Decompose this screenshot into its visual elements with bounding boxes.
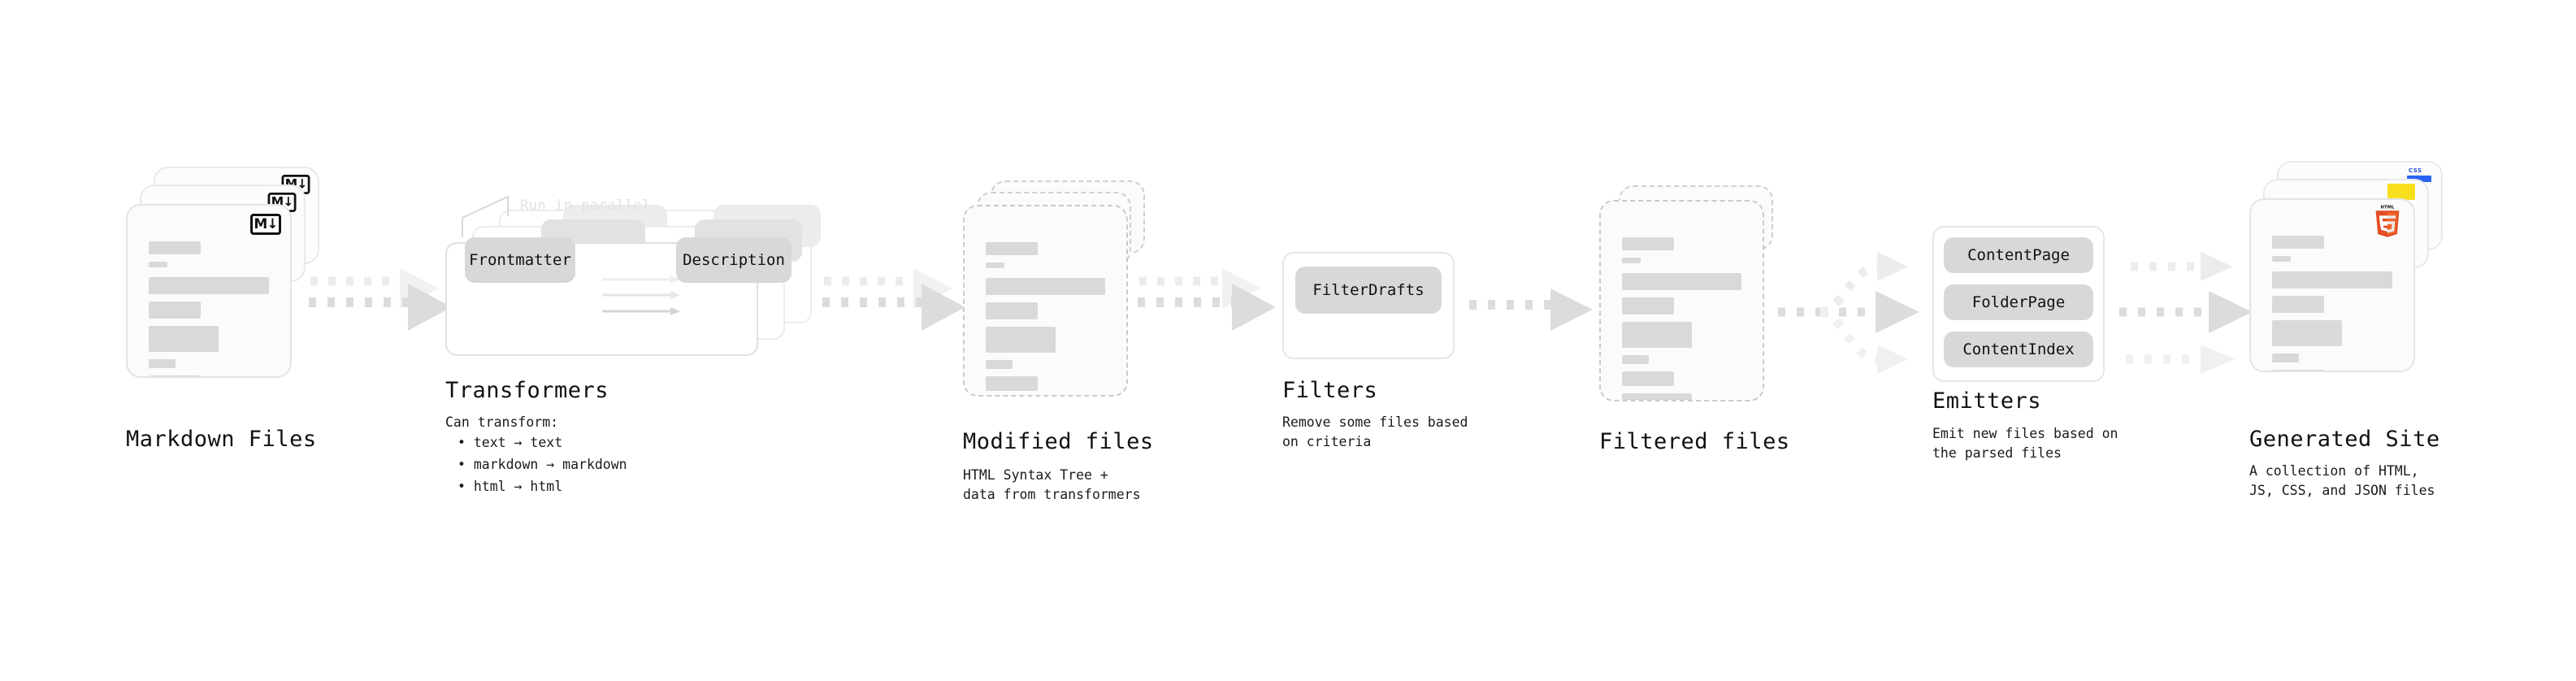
arrow-transformers-to-modified [822, 268, 965, 331]
stage-title-filters: Filters [1282, 378, 1378, 403]
line-heading [986, 242, 1038, 255]
css-label: CSS [2409, 167, 2422, 174]
emitter-chip-contentpage[interactable]: ContentPage [1944, 237, 2093, 273]
line-body [986, 360, 1013, 369]
line-body [149, 301, 201, 319]
transformers-bullet-1: • markdown → markdown [458, 457, 627, 472]
arrow-markdown-to-transformers [309, 268, 452, 331]
run-in-parallel-leader-line [462, 195, 509, 237]
modified-files-subtitle: HTML Syntax Tree + data from transformer… [963, 467, 1141, 502]
line-body [986, 376, 1038, 391]
line-body [2272, 370, 2324, 371]
css-icon [2407, 176, 2431, 182]
line-body [1622, 297, 1674, 314]
line-body [1622, 371, 1674, 386]
markdown-card-lines [149, 241, 269, 376]
line-body [149, 359, 176, 368]
filter-chip-filterdrafts[interactable]: FilterDrafts [1295, 267, 1442, 314]
svg-text:HTML: HTML [2381, 206, 2396, 210]
line-body [2272, 271, 2392, 288]
line-body [149, 326, 219, 352]
filters-subtitle: Remove some files based on criteria [1282, 414, 1468, 449]
arrow-modified-to-filters [1138, 268, 1276, 331]
line-sub [1622, 258, 1641, 263]
stage-title-transformers: Transformers [445, 378, 609, 403]
line-body [1622, 273, 1741, 290]
line-body [2272, 354, 2299, 362]
line-body [986, 302, 1038, 319]
frontmatter-to-description-arrows [602, 275, 680, 315]
run-in-parallel-label: Run in parallel [520, 197, 652, 214]
stage-title-markdown-files: Markdown Files [126, 427, 317, 452]
arrow-filtered-to-emitters [1778, 252, 1919, 374]
stage-title-emitters: Emitters [1932, 388, 2042, 414]
arrow-filters-to-filtered [1469, 288, 1593, 331]
transformer-chip-description[interactable]: Description [676, 237, 791, 283]
line-body [149, 277, 269, 294]
js-icon [2387, 184, 2415, 200]
line-body [986, 278, 1105, 295]
line-heading [149, 241, 201, 254]
filtered-card-lines [1622, 237, 1741, 400]
generated-site-subtitle: A collection of HTML, JS, CSS, and JSON … [2249, 463, 2435, 498]
filtered-files-card [1599, 200, 1764, 401]
modified-files-card [963, 205, 1128, 397]
emitter-chip-folderpage[interactable]: FolderPage [1944, 284, 2093, 320]
transformer-chip-frontmatter[interactable]: Frontmatter [465, 237, 575, 283]
line-body [1622, 355, 1649, 364]
line-body [149, 375, 201, 376]
markdown-badge: M↓ [250, 214, 281, 235]
emitter-chip-contentindex[interactable]: ContentIndex [1944, 332, 2093, 367]
transformers-bullet-0: • text → text [458, 435, 563, 450]
line-sub [986, 262, 1004, 268]
line-body [2272, 296, 2324, 313]
stage-title-generated-site: Generated Site [2249, 427, 2440, 452]
line-heading [1622, 237, 1674, 250]
line-body [1622, 393, 1692, 400]
arrow-emitters-to-site [2119, 252, 2253, 374]
line-body [1622, 322, 1692, 348]
line-sub [149, 262, 167, 267]
generated-card-lines [2272, 236, 2392, 371]
stage-title-modified-files: Modified files [963, 429, 1154, 454]
stage-title-filtered-files: Filtered files [1599, 429, 1790, 454]
line-body [986, 327, 1056, 353]
line-heading [2272, 236, 2324, 249]
transformers-subtitle: Can transform: [445, 414, 559, 430]
line-sub [2272, 256, 2291, 262]
modified-card-lines [986, 242, 1105, 395]
line-body [2272, 320, 2342, 346]
html5-icon: HTML [2375, 206, 2400, 237]
emitters-subtitle: Emit new files based on the parsed files [1932, 426, 2118, 461]
transformers-bullet-2: • html → html [458, 479, 563, 494]
